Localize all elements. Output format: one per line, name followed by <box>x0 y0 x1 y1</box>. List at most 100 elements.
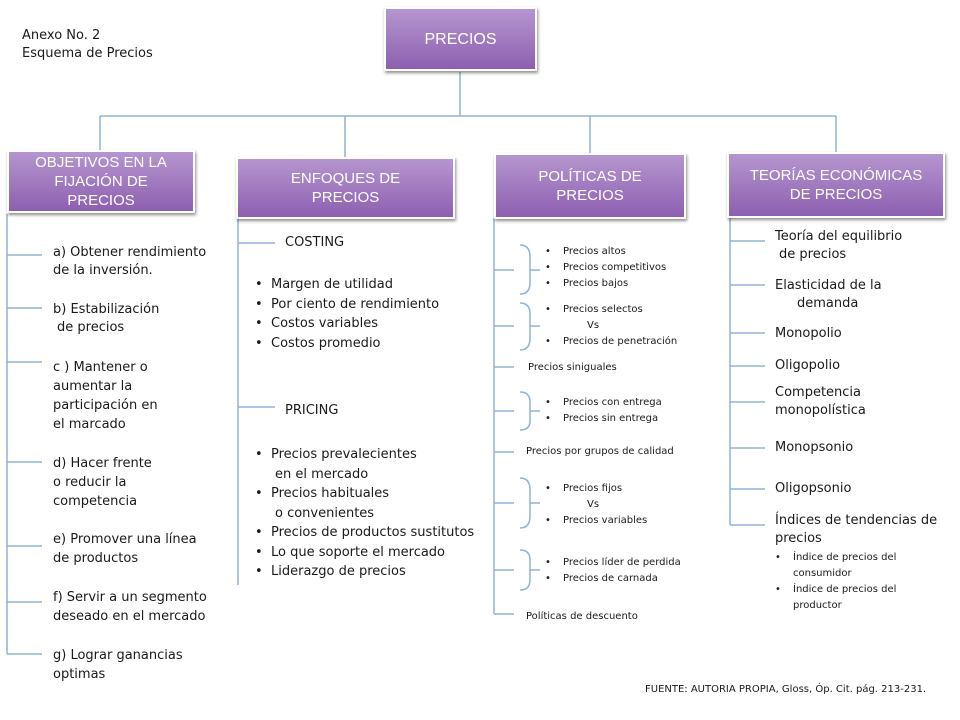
teoria-line: Elasticidad de la <box>775 278 882 293</box>
politica-item: •Precios fijos <box>545 483 623 494</box>
costing-item: Costos variables <box>255 314 439 334</box>
politica-group-3: Precios con entrega Precios sin entrega <box>545 395 662 427</box>
politica-item: Precios competitivos <box>545 260 666 276</box>
politica-text: Precios fijos <box>563 483 623 494</box>
objetivo-line: participación en <box>53 398 158 413</box>
objetivo-line: de la inversión. <box>53 263 153 278</box>
costing-item: Por ciento de rendimiento <box>255 295 439 315</box>
costing-item: Costos promedio <box>255 334 439 354</box>
politica-descuento: Políticas de descuento <box>526 611 638 622</box>
objetivo-line: f) Servir a un segmento <box>53 590 207 605</box>
indices-title-line: Índices de tendencias de <box>775 513 938 528</box>
indices-title-line: precios <box>775 531 822 546</box>
pricing-line: Precios prevalecientes <box>271 447 417 462</box>
politica-item: •Precios de penetración <box>545 336 678 347</box>
politica-group-1: Precios altos Precios competitivos Preci… <box>545 244 666 292</box>
branch-label-line: PRECIOS <box>67 192 135 209</box>
branch-label-line: ENFOQUES DE <box>290 170 401 187</box>
objetivo-line: c ) Mantener o <box>53 360 148 375</box>
branch-node-objetivos: OBJETIVOS EN LA FIJACIÓN DE PRECIOS <box>7 150 195 213</box>
costing-list: Margen de utilidad Por ciento de rendimi… <box>255 275 439 353</box>
costing-label: COSTING <box>285 235 345 250</box>
objetivo-line: competencia <box>53 494 138 509</box>
annex-label: Anexo No. 2 <box>22 28 101 43</box>
branch-node-teorias: TEORÍAS ECONÓMICAS DE PRECIOS <box>727 152 945 218</box>
objetivo-line: d) Hacer frente <box>53 456 152 471</box>
politica-item: Precios bajos <box>545 276 666 292</box>
objetivo-line: e) Promover una línea <box>53 532 197 547</box>
objetivo-item: e) Promover una línea de productos <box>53 530 197 568</box>
root-node-precios: PRECIOS <box>384 7 537 71</box>
politica-item: Precios líder de perdida <box>545 555 681 571</box>
teoria-item: Oligopsonio <box>775 481 852 496</box>
branch-label-line: TEORÍAS ECONÓMICAS <box>749 167 923 184</box>
politica-group-5: Precios líder de perdida Precios de carn… <box>545 555 681 587</box>
objetivo-item: c ) Mantener o aumentar la participación… <box>53 358 158 434</box>
objetivo-line: de productos <box>53 551 139 566</box>
pricing-line: o convenientes <box>275 505 375 521</box>
pricing-label: PRICING <box>285 403 339 418</box>
politica-text: Precios variables <box>563 515 648 526</box>
objetivo-line: g) Lograr ganancias <box>53 648 183 663</box>
branch-node-politicas: POLÍTICAS DE PRECIOS <box>494 153 686 219</box>
indice-line: consumidor <box>793 568 852 579</box>
politica-vs: Vs <box>587 320 600 331</box>
politica-text: Precios de penetración <box>563 336 678 347</box>
costing-item: Margen de utilidad <box>255 275 439 295</box>
objetivo-item: b) Estabilización de precios <box>53 301 159 337</box>
branch-label-line: PRECIOS <box>311 189 380 206</box>
objetivo-item: d) Hacer frente o reducir la competencia <box>53 454 152 511</box>
indices-title: Índices de tendencias de precios <box>775 512 937 548</box>
pricing-item: Precios de productos sustitutos <box>255 523 474 543</box>
politica-vs: Vs <box>587 499 600 510</box>
objetivo-line: a) Obtener rendimiento <box>53 245 207 260</box>
objetivo-line: de precios <box>57 320 125 335</box>
branch-node-enfoques: ENFOQUES DE PRECIOS <box>236 157 455 219</box>
politica-siniguales: Precios siniguales <box>528 362 617 373</box>
politica-item: Precios sin entrega <box>545 411 662 427</box>
pricing-item: Liderazgo de precios <box>255 562 474 582</box>
teoria-line: de precios <box>779 247 847 262</box>
teoria-item: Teoría del equilibrio de precios <box>775 228 902 264</box>
politica-group-2: •Precios selectos Vs •Precios de penetra… <box>545 302 677 350</box>
politica-group-4: •Precios fijos Vs •Precios variables <box>545 481 647 529</box>
teoria-line: demanda <box>797 296 859 311</box>
objetivo-line: b) Estabilización <box>53 302 160 317</box>
objetivo-item: a) Obtener rendimiento de la inversión. <box>53 244 206 280</box>
pricing-line: Precios habituales <box>271 486 390 501</box>
indice-item: Índice de precios del productor <box>775 582 896 614</box>
objetivo-item: g) Lograr ganancias optimas <box>53 646 183 684</box>
teoria-item: Competencia monopolística <box>775 384 866 420</box>
politica-text: Precios selectos <box>563 304 643 315</box>
branch-label-line: DE PRECIOS <box>789 186 883 203</box>
teoria-item: Monopsonio <box>775 440 854 455</box>
teoria-line: Competencia <box>775 385 862 400</box>
teoria-line: monopolística <box>775 403 866 418</box>
objetivo-line: o reducir la <box>53 475 127 490</box>
source-footer: FUENTE: AUTORIA PROPIA, Gloss, Óp. Cit. … <box>645 684 927 695</box>
pricing-item: Precios habituales o convenientes <box>255 484 474 523</box>
pricing-list: Precios prevalecientes en el mercado Prec… <box>255 445 474 582</box>
objetivo-item: f) Servir a un segmento deseado en el me… <box>53 588 207 626</box>
teoria-line: Teoría del equilibrio <box>775 229 903 244</box>
indice-line: productor <box>793 600 842 611</box>
pricing-item: Precios prevalecientes en el mercado <box>255 445 474 484</box>
teoria-item: Oligopolio <box>775 358 841 373</box>
branch-label-line: OBJETIVOS EN LA <box>35 154 167 171</box>
politica-calidad: Precios por grupos de calidad <box>526 446 674 457</box>
objetivo-line: aumentar la <box>53 379 133 394</box>
politica-item: Precios con entrega <box>545 395 662 411</box>
root-node-label: PRECIOS <box>424 30 497 48</box>
indice-line: Índice de precios del <box>793 584 897 595</box>
pricing-line: en el mercado <box>275 466 369 482</box>
branch-label-line: FIJACIÓN DE <box>54 173 148 190</box>
objetivo-line: deseado en el mercado <box>53 609 206 624</box>
pricing-item: Lo que soporte el mercado <box>255 543 474 563</box>
politica-item: Precios de carnada <box>545 571 681 587</box>
branch-label-line: POLÍTICAS DE <box>538 168 642 185</box>
objetivo-line: optimas <box>53 667 106 682</box>
diagram-subtitle: Esquema de Precios <box>22 46 153 61</box>
